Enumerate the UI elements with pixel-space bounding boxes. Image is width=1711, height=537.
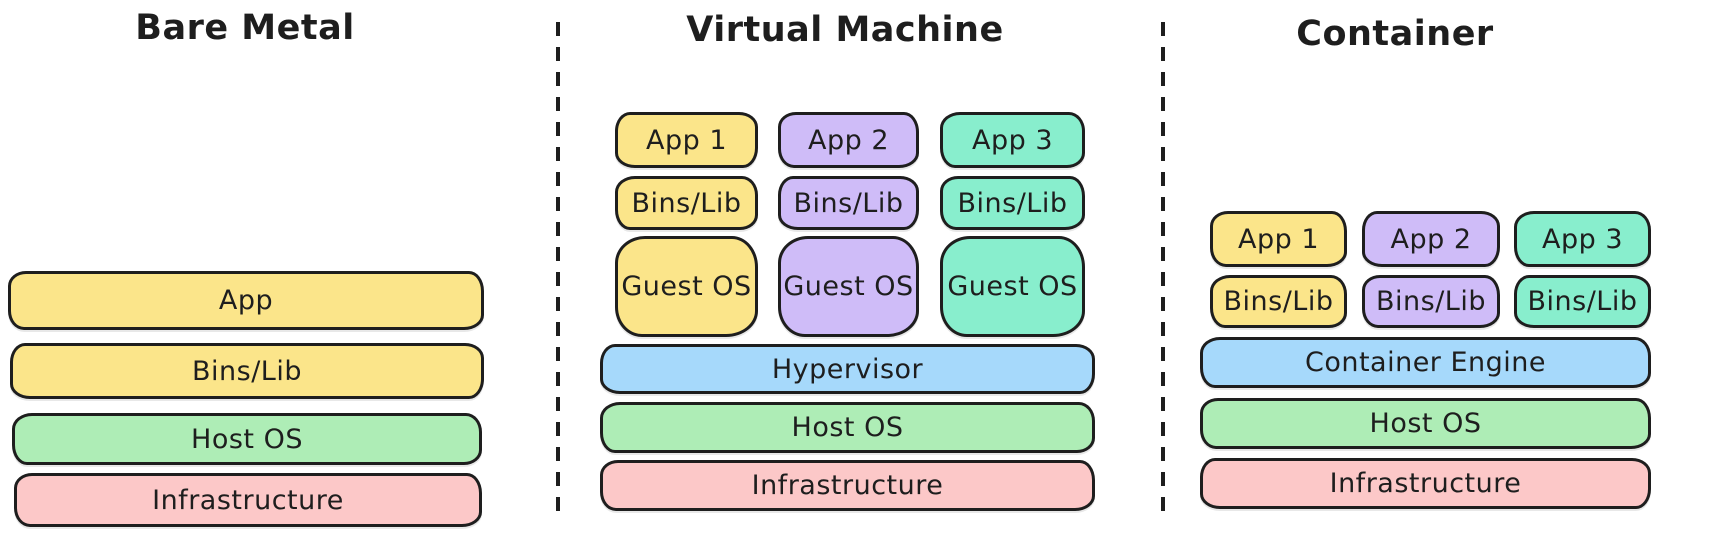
- vm-infrastructure-layer: Infrastructure: [600, 460, 1095, 511]
- vm-stack3-guest-os-box: Guest OS: [940, 236, 1085, 337]
- vm-stack2-bins-lib-box: Bins/Lib: [778, 176, 919, 230]
- vm-hypervisor-layer: Hypervisor: [600, 344, 1095, 394]
- bare-metal-bins-lib-layer: Bins/Lib: [10, 343, 484, 399]
- container-stack2-bins-lib-box: Bins/Lib: [1362, 275, 1500, 328]
- container-infrastructure-layer: Infrastructure: [1200, 458, 1651, 509]
- container-host-os-layer: Host OS: [1200, 398, 1651, 449]
- vm-stack3-app-box: App 3: [940, 112, 1085, 168]
- vm-stack1-bins-lib-box: Bins/Lib: [615, 176, 758, 230]
- vm-stack1-guest-os-box: Guest OS: [615, 236, 758, 337]
- panel-divider-right: [1161, 22, 1165, 520]
- vm-stack1-app-box: App 1: [615, 112, 758, 168]
- panel-divider-left: [556, 22, 560, 520]
- panel-title-container: Container: [1296, 14, 1494, 54]
- bare-metal-app-layer: App: [8, 271, 484, 330]
- container-engine-layer: Container Engine: [1200, 337, 1651, 388]
- panel-title-bare-metal: Bare Metal: [135, 8, 355, 48]
- container-stack1-app-box: App 1: [1210, 211, 1347, 267]
- container-stack3-bins-lib-box: Bins/Lib: [1514, 275, 1651, 328]
- vm-stack3-bins-lib-box: Bins/Lib: [940, 176, 1085, 230]
- container-stack1-bins-lib-box: Bins/Lib: [1210, 275, 1347, 328]
- panel-title-virtual-machine: Virtual Machine: [686, 10, 1004, 50]
- container-stack3-app-box: App 3: [1514, 211, 1651, 267]
- vm-stack2-guest-os-box: Guest OS: [778, 236, 919, 337]
- bare-metal-infrastructure-layer: Infrastructure: [14, 473, 482, 527]
- container-stack2-app-box: App 2: [1362, 211, 1500, 267]
- vm-stack2-app-box: App 2: [778, 112, 919, 168]
- vm-host-os-layer: Host OS: [600, 402, 1095, 453]
- bare-metal-host-os-layer: Host OS: [12, 413, 482, 465]
